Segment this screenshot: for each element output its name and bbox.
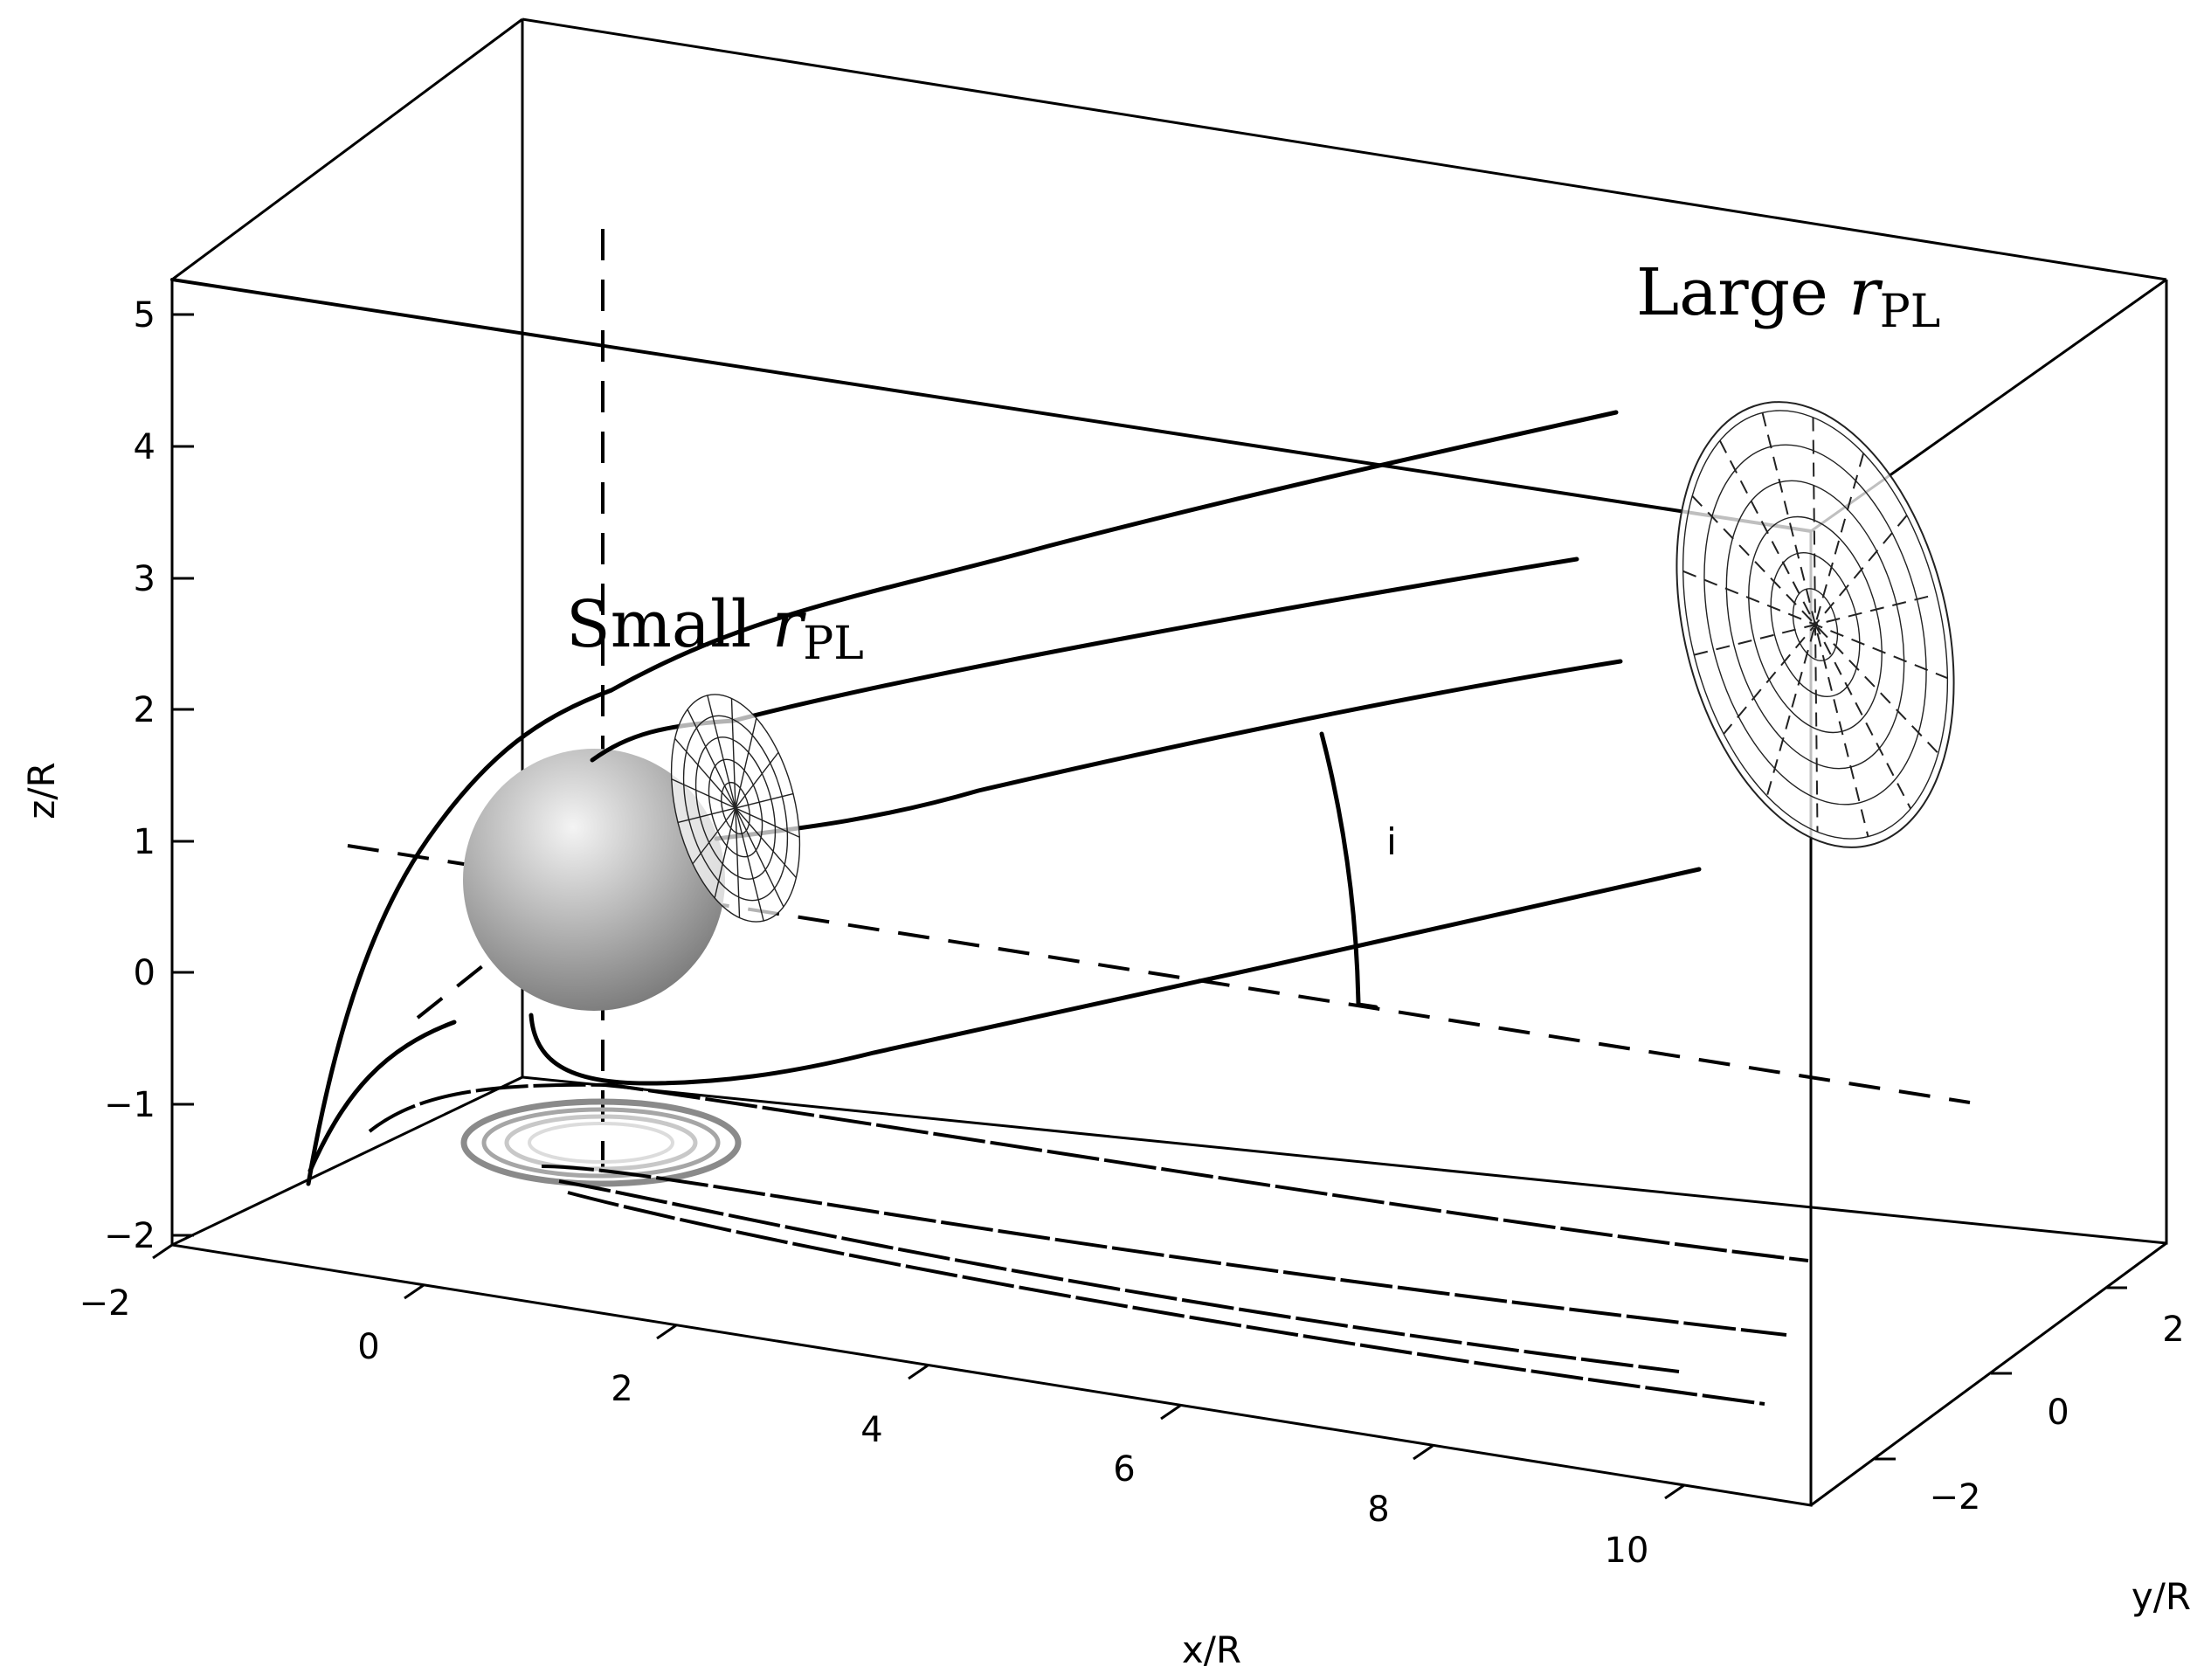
y-axis-title: y/R bbox=[2131, 1575, 2191, 1618]
y-tick-label: −2 bbox=[1930, 1477, 1981, 1518]
y-axis: 2 0 −2 y/R bbox=[1875, 1286, 2191, 1618]
x-tick-label: 6 bbox=[1113, 1449, 1135, 1490]
z-tick-label: −2 bbox=[104, 1216, 155, 1256]
inclination-marker: i bbox=[1319, 731, 1397, 1010]
planet bbox=[463, 749, 725, 1011]
z-axis: 5 4 3 2 1 0 −1 −2 z/R bbox=[20, 295, 194, 1256]
x-tick-label: 8 bbox=[1367, 1490, 1389, 1530]
x-axis: −2 0 2 4 6 8 10 x/R bbox=[79, 1243, 1685, 1671]
z-tick-label: 0 bbox=[134, 953, 155, 993]
inclination-base bbox=[1356, 1002, 1378, 1010]
z-tick-label: 4 bbox=[134, 427, 155, 467]
z-tick-marks bbox=[172, 313, 194, 1237]
x-tick-label: 10 bbox=[1605, 1531, 1649, 1571]
z-tick-label: 5 bbox=[134, 295, 155, 335]
z-tick-label: 3 bbox=[134, 559, 155, 599]
y-tick-label: 2 bbox=[2162, 1310, 2184, 1350]
trajectory-lower-outer bbox=[307, 1020, 457, 1173]
x-tick-label: 2 bbox=[611, 1369, 632, 1409]
trajectory-upper bbox=[306, 410, 1619, 1186]
small-rpl-label: Small rPL bbox=[566, 587, 864, 670]
large-disk bbox=[1675, 401, 1955, 848]
planet-sphere bbox=[463, 749, 725, 1011]
trajectory-near-1 bbox=[590, 557, 1579, 763]
x-tick-label: −2 bbox=[79, 1283, 131, 1324]
x-tick-label: 0 bbox=[357, 1327, 379, 1367]
z-tick-label: 1 bbox=[134, 822, 155, 862]
ground-trail-2 bbox=[541, 1165, 1787, 1337]
ground-trail-4 bbox=[567, 1191, 1765, 1406]
x-axis-title: x/R bbox=[1182, 1628, 1241, 1671]
trajectory-near-2 bbox=[714, 659, 1623, 841]
z-axis-title: z/R bbox=[20, 762, 63, 819]
trajectory-lines bbox=[306, 410, 1702, 1186]
ground-trails bbox=[368, 1082, 1809, 1406]
small-disk bbox=[670, 694, 801, 923]
trajectory-under bbox=[529, 867, 1702, 1086]
bounding-box bbox=[170, 17, 2168, 1507]
ground-trail-1 bbox=[368, 1082, 1809, 1262]
z-tick-label: −1 bbox=[104, 1085, 155, 1125]
ground-trail-3 bbox=[558, 1179, 1680, 1373]
large-rpl-label: Large rPL bbox=[1636, 255, 1940, 338]
y-tick-label: 0 bbox=[2047, 1393, 2069, 1433]
x-tick-marks bbox=[152, 1243, 1685, 1500]
y-tick-marks bbox=[1875, 1286, 2127, 1461]
inclination-label: i bbox=[1386, 820, 1397, 863]
z-tick-label: 2 bbox=[134, 690, 155, 730]
shadow-rings bbox=[460, 1098, 742, 1187]
inclination-arc bbox=[1319, 731, 1361, 1007]
x-tick-label: 4 bbox=[860, 1410, 882, 1450]
